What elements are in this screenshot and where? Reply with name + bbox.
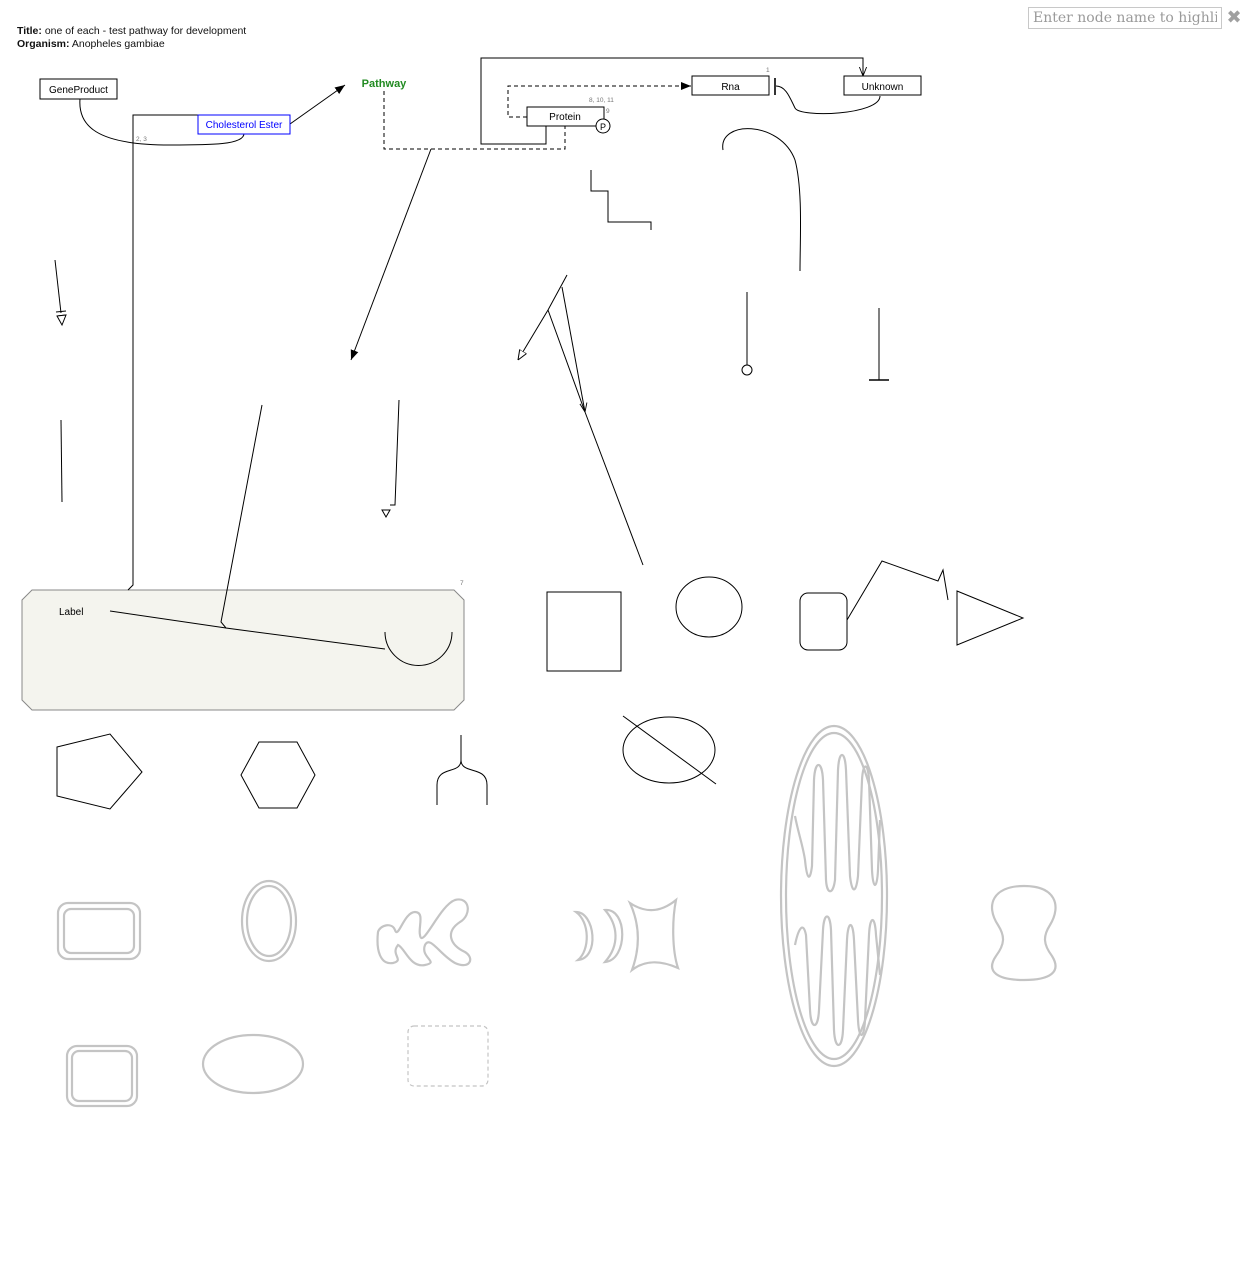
vacuole-shape[interactable] — [990, 884, 1057, 982]
receptor-arrow-head — [55, 310, 67, 327]
protein-to-rna-dashed-arrow[interactable] — [507, 82, 691, 118]
close-icon[interactable]: ✖ — [1226, 7, 1242, 27]
unknown-node[interactable] — [843, 75, 922, 96]
pathway-label[interactable]: Pathway — [362, 78, 408, 90]
phospho-citation: 9 — [606, 108, 610, 115]
rectangle-shape[interactable] — [546, 591, 622, 672]
protein-to-unknown-arrow[interactable] — [480, 57, 863, 145]
rounded-rectangle-shape[interactable] — [799, 592, 848, 651]
zigzag-line[interactable] — [846, 560, 949, 621]
highlight-search-input[interactable] — [1028, 7, 1222, 29]
group-citation: 7 — [460, 580, 464, 587]
organism-label: Organism: — [17, 38, 70, 50]
title-label: Title: — [17, 25, 42, 37]
organism-name: Anopheles gambiae — [71, 38, 165, 50]
mitochondria-shape[interactable] — [779, 724, 889, 1068]
organelle-oval[interactable] — [201, 1033, 305, 1095]
receptor-line[interactable] — [54, 259, 62, 314]
group-box[interactable] — [21, 589, 465, 711]
pathway-down-arrow[interactable] — [350, 148, 432, 361]
pathway-title: one of each - test pathway for developme… — [44, 25, 247, 37]
translation-arrow-head — [381, 509, 391, 519]
cholesterol-ester-node[interactable] — [197, 114, 291, 135]
cell-double-rounded-rect[interactable] — [56, 901, 142, 961]
title-line: Title: one of each - test pathway for de… — [17, 25, 246, 38]
label-group-line[interactable] — [220, 404, 386, 650]
half-circle-shape[interactable] — [384, 631, 453, 666]
hexagon-shape[interactable] — [240, 741, 316, 809]
branch-line-c[interactable] — [547, 309, 644, 566]
gene-product-label: GeneProduct — [49, 85, 108, 96]
branch-line-b[interactable] — [561, 286, 585, 412]
binding-end-circle — [741, 364, 753, 376]
label-node[interactable]: Label — [59, 607, 83, 618]
pentagon-shape[interactable] — [56, 733, 143, 810]
ester-to-pathway-arrow[interactable] — [289, 84, 346, 125]
oval-shape[interactable] — [675, 576, 743, 638]
pathway-info: Title: one of each - test pathway for de… — [17, 25, 246, 51]
plain-line[interactable] — [60, 419, 63, 503]
protein-label: Protein — [549, 112, 581, 123]
cholesterol-ester-label: Cholesterol Ester — [206, 120, 283, 131]
phosphorylation-state[interactable] — [595, 118, 611, 134]
unknown-to-rna-inhibition[interactable] — [775, 85, 881, 115]
gene-to-ester-line[interactable] — [79, 98, 245, 146]
dashed-compartment[interactable] — [407, 1025, 489, 1087]
rna-node[interactable] — [691, 75, 770, 96]
rna-inhibition-citation: 1 — [766, 67, 770, 74]
protein-citation: 8, 10, 11 — [589, 97, 614, 104]
rna-label: Rna — [721, 82, 740, 93]
curved-line[interactable] — [722, 128, 802, 272]
label-connector-line[interactable] — [109, 610, 227, 629]
group-to-ester-line[interactable] — [127, 114, 199, 591]
phospho-label: P — [600, 122, 606, 132]
elbow-line[interactable] — [590, 170, 652, 230]
ellipse-shape[interactable] — [622, 716, 716, 784]
protein-node[interactable] — [526, 106, 605, 127]
triangle-shape[interactable] — [956, 590, 1025, 646]
gene-product-node[interactable] — [39, 78, 118, 100]
branch-line-a[interactable] — [518, 274, 568, 360]
organism-line: Organism: Anopheles gambiae — [17, 38, 246, 51]
nucleus-double-oval[interactable] — [240, 879, 298, 963]
pathway-protein-dashed-line[interactable] — [383, 91, 566, 150]
ellipse-slash-line — [622, 715, 717, 785]
unknown-label: Unknown — [862, 82, 904, 93]
gene-ester-citation: 2, 3 — [136, 136, 147, 143]
brace-shape[interactable] — [436, 735, 488, 805]
translation-line[interactable] — [390, 399, 400, 506]
cell-double-rounded-square[interactable] — [65, 1044, 139, 1108]
golgi-apparatus-shape[interactable] — [572, 897, 680, 974]
endoplasmic-reticulum-shape[interactable] — [376, 898, 472, 967]
